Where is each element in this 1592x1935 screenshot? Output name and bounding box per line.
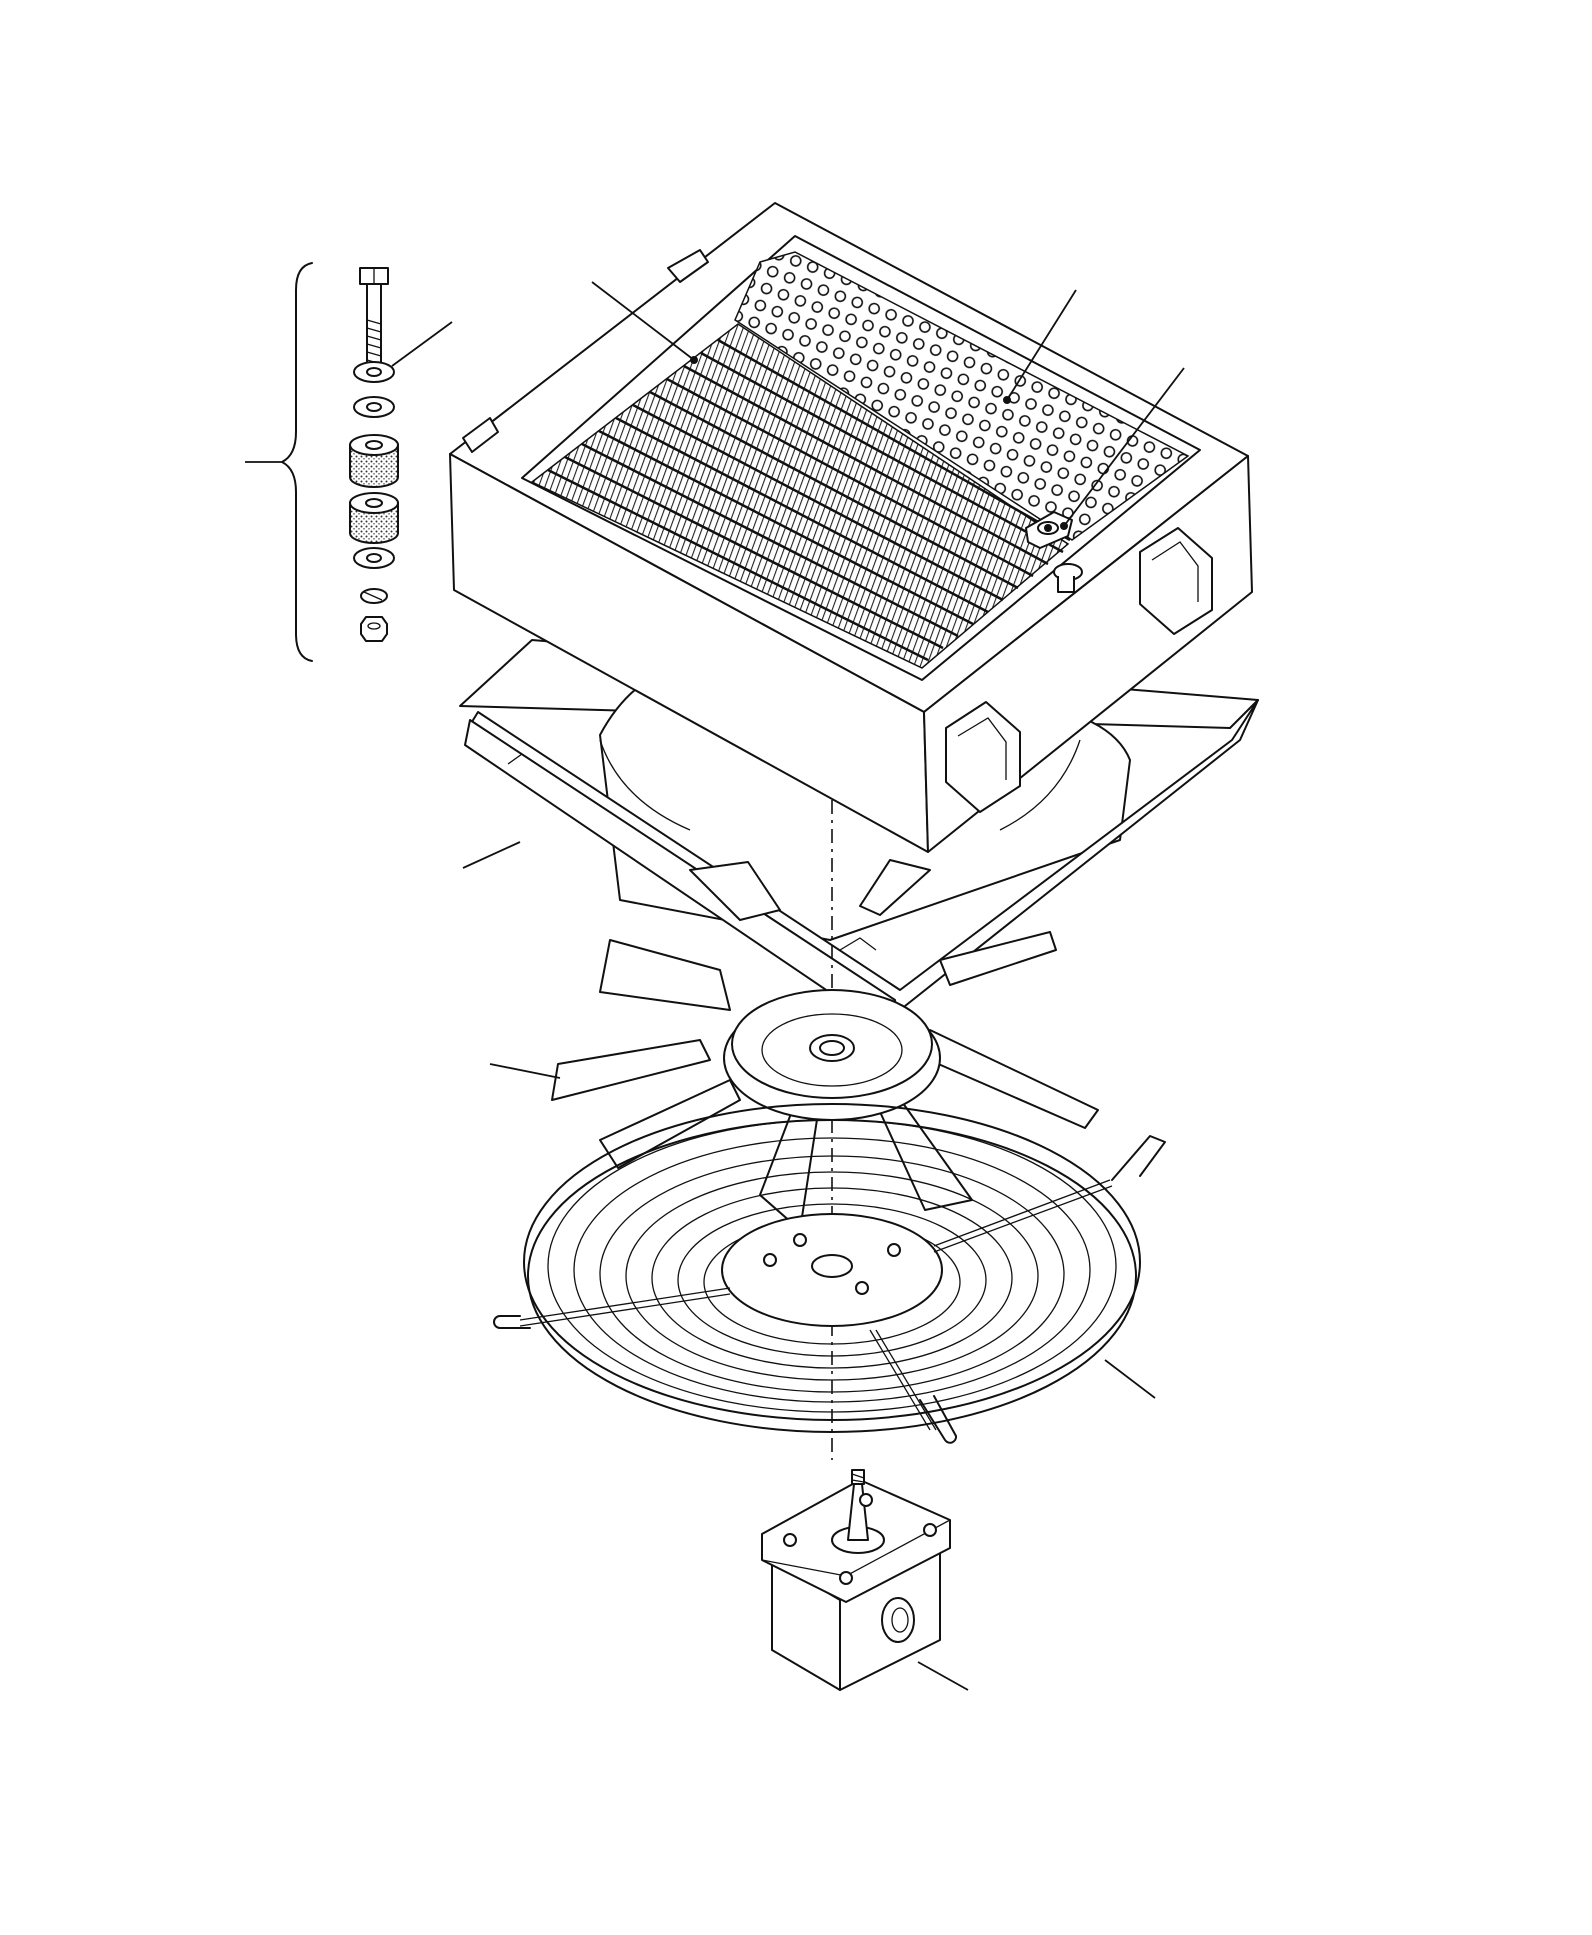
fan-shroud-leader xyxy=(462,841,521,869)
guard-ear-bottom xyxy=(919,1395,958,1444)
grille-leader-dot xyxy=(1003,396,1011,404)
hydraulic-motor xyxy=(761,1469,969,1691)
flat-washer xyxy=(353,321,453,383)
mounting-hardware-stack xyxy=(245,262,453,662)
lock-washer xyxy=(360,588,388,604)
rubber-mount-lower xyxy=(349,492,399,544)
fan-guard xyxy=(493,1103,1166,1444)
core-leader xyxy=(591,281,695,361)
rear-tab-lower xyxy=(462,417,499,453)
fan-blade-assembly xyxy=(489,859,1099,1231)
guard-ear-right xyxy=(1111,1135,1166,1181)
guard-ear-left xyxy=(493,1315,531,1329)
oil-cooler xyxy=(449,202,1253,853)
perforated-grille xyxy=(734,251,1190,541)
filler-cap-leader xyxy=(1063,367,1185,527)
oil-cooler-core xyxy=(530,323,1070,669)
core-leader-dot xyxy=(690,356,698,364)
fan-blade-leader xyxy=(489,1063,561,1079)
motor-port xyxy=(881,1597,915,1643)
washer-lower xyxy=(353,547,395,569)
flat-washer-leader xyxy=(391,321,453,367)
bolt xyxy=(359,267,389,367)
filler-cap xyxy=(1025,367,1185,593)
fan-hub xyxy=(723,989,941,1121)
fan-blade xyxy=(551,859,1099,1231)
washer xyxy=(353,396,395,418)
stack-brace xyxy=(281,262,313,662)
rubber-mount-upper xyxy=(349,434,399,488)
motor-leader xyxy=(917,1661,969,1691)
hex-nut xyxy=(360,616,388,642)
fan-guard-leader xyxy=(1104,1359,1156,1399)
mount-bracket-right xyxy=(1139,527,1213,635)
grille-leader xyxy=(1006,289,1077,401)
mount-bracket-front xyxy=(945,701,1021,813)
core-tube-rows xyxy=(547,338,1071,662)
rear-tab-upper xyxy=(667,249,709,283)
shroud-front-plate xyxy=(464,719,901,1041)
